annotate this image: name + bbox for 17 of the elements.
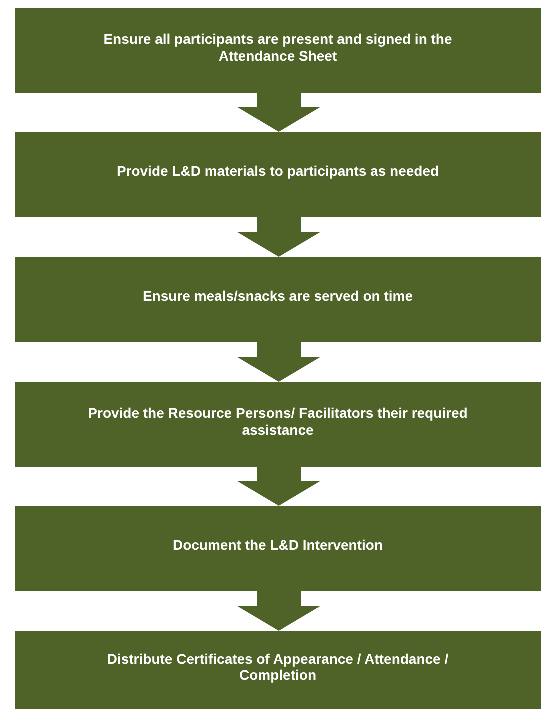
step-box bbox=[15, 382, 541, 467]
step-text: Provide L&D materials to participants as needed bbox=[116, 163, 440, 180]
down-arrow bbox=[237, 93, 321, 132]
step-text: Ensure meals/snacks are served on time bbox=[142, 288, 414, 305]
step-box bbox=[15, 631, 541, 709]
down-arrow bbox=[237, 467, 321, 506]
step-box bbox=[15, 8, 541, 93]
step-text: Provide the Resource Persons/ Facilitators their required assistance bbox=[87, 405, 469, 438]
step-box bbox=[15, 257, 541, 342]
down-arrow bbox=[237, 342, 321, 382]
step-box bbox=[15, 132, 541, 217]
step-text: Document the L&D Intervention bbox=[172, 537, 383, 554]
down-arrow bbox=[237, 217, 321, 257]
step-text: Ensure all participants are present and signed in the Attendance Sheet bbox=[102, 31, 454, 64]
step-box bbox=[15, 506, 541, 591]
down-arrow bbox=[237, 591, 321, 631]
step-text: Distribute Certificates of Appearance / Attendance / Completion bbox=[106, 650, 450, 684]
